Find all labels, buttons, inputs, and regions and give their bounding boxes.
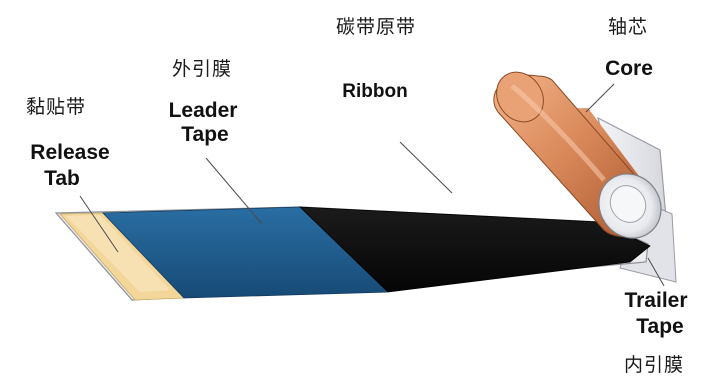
ribbon-band xyxy=(298,206,651,293)
release-tab-label-en-1: Release xyxy=(30,141,110,164)
trailer-tape-label-en-1: Trailer xyxy=(624,289,688,312)
release-tab-label-cn: 黏贴带 xyxy=(25,96,86,118)
ribbon-label-en: Ribbon xyxy=(342,81,408,102)
trailer-tape-label-cn: 内引膜 xyxy=(623,354,684,376)
ribbon-pointer xyxy=(399,141,453,194)
core-label-cn: 轴芯 xyxy=(607,16,648,38)
core-end-cap xyxy=(598,173,662,239)
trailer-tape-label-en-2: Tape xyxy=(636,315,684,338)
core-pointer xyxy=(585,83,615,113)
leader-tape-label-en-2: Tape xyxy=(181,123,229,146)
leader-tape-label-cn: 外引膜 xyxy=(171,58,232,80)
release-tab-highlight xyxy=(66,215,170,292)
trailer-tape-pointer xyxy=(647,257,665,287)
ribbon-label-cn: 碳带原带 xyxy=(335,16,416,38)
leader-tape-label-en-1: Leader xyxy=(168,99,238,122)
release-tab-label-en-2: Tab xyxy=(44,167,80,190)
release-tab-pointer xyxy=(79,195,119,253)
core-label-en: Core xyxy=(605,57,653,80)
leader-tape-pointer xyxy=(205,157,263,225)
